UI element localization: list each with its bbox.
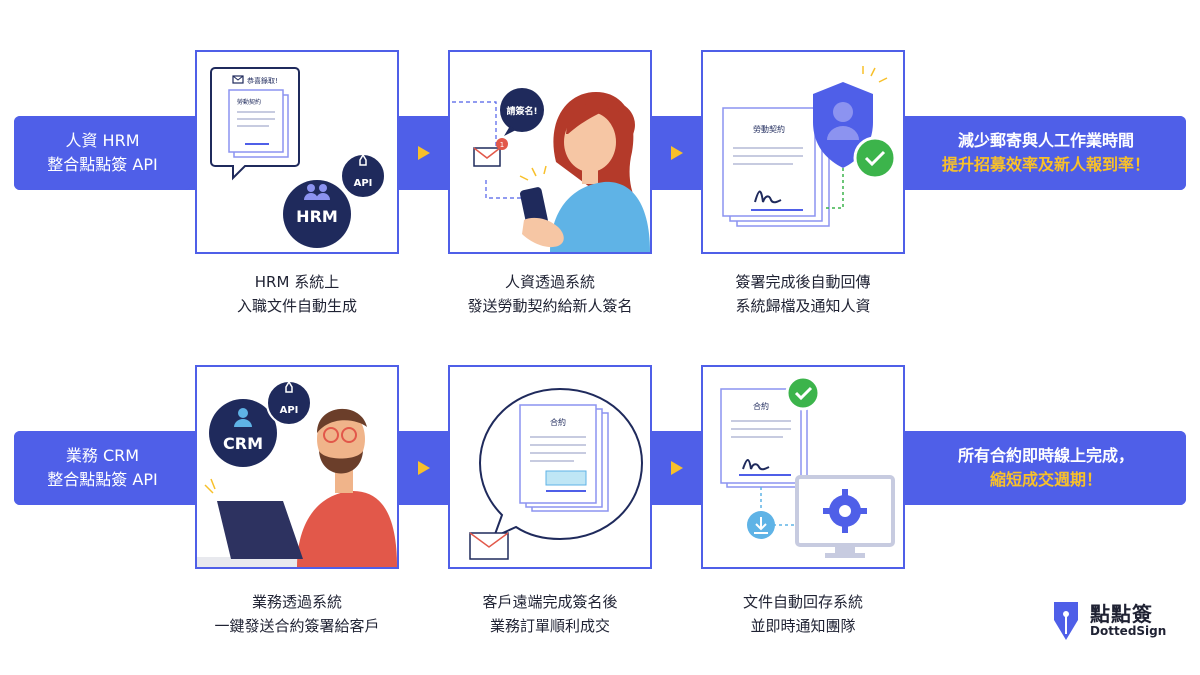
row1-caption-2-line2: 發送勞動契約給新人簽名 (467, 297, 633, 315)
row1-arrow-1 (418, 146, 430, 160)
hrm-text: HRM (296, 207, 338, 226)
row1-caption-1: HRM 系統上 入職文件自動生成 (177, 270, 417, 318)
phone-icon (520, 187, 548, 228)
row2-caption-3: 文件自動回存系統 並即時通知團隊 (683, 590, 923, 638)
laptop-icon (217, 501, 303, 559)
pen-nib-icon (359, 153, 367, 166)
notify-doc-title: 合約 (753, 401, 769, 411)
row2-left-label: 業務 CRM 整合點點簽 API (14, 431, 191, 505)
row1-right-label: 減少郵寄與人工作業時間 提升招募效率及新人報到率！ (906, 116, 1186, 190)
row1-left-label: 人資 HRM 整合點點簽 API (14, 116, 191, 190)
row2-caption-3-line1: 文件自動回存系統 (742, 593, 863, 611)
api-text-2: API (280, 405, 299, 416)
row2-caption-1-line2: 一鍵發送合約簽署給客戶 (214, 617, 380, 635)
row1-caption-2: 人資透過系統 發送勞動契約給新人簽名 (430, 270, 670, 318)
row1-caption-1-line1: HRM 系統上 (254, 273, 340, 291)
glasses-icon (323, 427, 339, 443)
archive-doc-title: 勞動契約 (753, 124, 785, 134)
people-icon (304, 184, 330, 200)
row2-panel-crm: CRM API (195, 365, 399, 569)
row1-right-label-line2: 提升招募效率及新人報到率！ (941, 155, 1150, 174)
crm-circle (209, 399, 277, 467)
signature-field (545, 470, 587, 486)
row2-caption-2-line1: 客戶遠端完成簽名後 (482, 593, 618, 611)
row1-arrow-2 (671, 146, 683, 160)
row2-panel-notify: 合約 (701, 365, 905, 569)
pen-logo-icon (1054, 602, 1078, 640)
row1-caption-3-line1: 簽署完成後自動回傳 (735, 273, 871, 291)
gear-icon (823, 489, 867, 533)
check-icon-2 (785, 375, 821, 411)
row2-caption-3-line2: 並即時通知團隊 (750, 617, 856, 635)
row2-right-label-line2: 縮短成交週期！ (989, 470, 1102, 489)
hrm-circle (283, 180, 351, 248)
crm-text: CRM (223, 434, 263, 453)
row1-caption-2-line1: 人資透過系統 (504, 273, 595, 291)
bubble-text: 請簽名! (506, 105, 537, 117)
row2-left-label-line2: 整合點點簽 API (47, 470, 158, 489)
api-circle (340, 153, 386, 199)
row2-panel-sign: 合約 (448, 365, 652, 569)
row1-left-label-line2: 整合點點簽 API (47, 155, 158, 174)
row1-panel-archive: 勞動契約 (701, 50, 905, 254)
row1-caption-1-line2: 入職文件自動生成 (236, 297, 357, 315)
badge-count: 1 (500, 141, 504, 149)
row1-left-label-line1: 人資 HRM (65, 131, 140, 150)
row1-panel-send: 請簽名! 1 (448, 50, 652, 254)
row1-caption-3-line2: 系統歸檔及通知人資 (735, 297, 871, 315)
signature-icon (754, 190, 782, 204)
check-icon (853, 136, 897, 180)
mail-text: 恭喜錄取! (247, 76, 278, 85)
row2-left-label-line1: 業務 CRM (65, 446, 140, 465)
hrm-doc-title: 勞動契約 (237, 98, 261, 106)
row2-right-label-line1: 所有合約即時線上完成， (957, 446, 1134, 465)
logo-name-zh: 點點簽 (1090, 602, 1153, 626)
api-text: API (354, 178, 373, 189)
pen-nib-icon-2 (285, 380, 293, 393)
row2-caption-2: 客戶遠端完成簽名後 業務訂單順利成交 (430, 590, 670, 638)
dottedsign-logo: 點點簽 DottedSign (1050, 598, 1190, 648)
row2-arrow-1 (418, 461, 430, 475)
row2-caption-1-line1: 業務透過系統 (251, 593, 342, 611)
row2-arrow-2 (671, 461, 683, 475)
row2-caption-1: 業務透過系統 一鍵發送合約簽署給客戶 (177, 590, 417, 638)
logo-name-en: DottedSign (1090, 624, 1167, 638)
sign-doc-title: 合約 (550, 417, 566, 427)
row1-panel-hrm: 恭喜錄取! 勞動契約 HRM API (195, 50, 399, 254)
row2-right-label: 所有合約即時線上完成， 縮短成交週期！ (906, 431, 1186, 505)
api-circle-2 (266, 380, 312, 426)
row1-right-label-line1: 減少郵寄與人工作業時間 (957, 131, 1134, 150)
row2-caption-2-line2: 業務訂單順利成交 (489, 617, 610, 635)
row1-caption-3: 簽署完成後自動回傳 系統歸檔及通知人資 (683, 270, 923, 318)
